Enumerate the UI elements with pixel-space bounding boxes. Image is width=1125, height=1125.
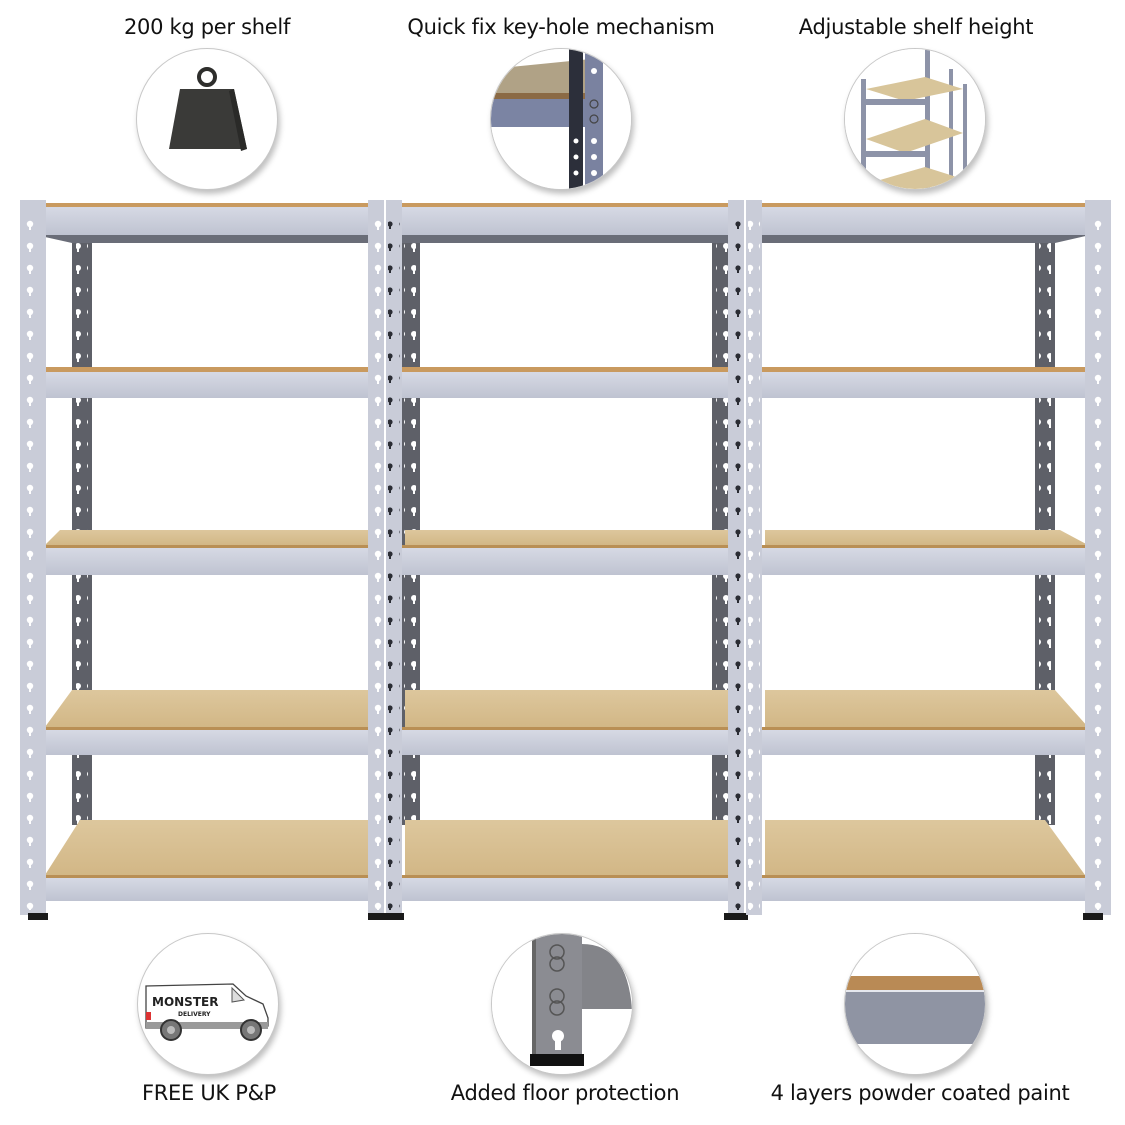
adjustable-shelves-icon (845, 49, 985, 189)
adjustable-feature-circle (844, 48, 986, 190)
floor-foot-icon (492, 934, 632, 1074)
feature-caption-free-delivery: FREE UK P&P (141, 1081, 277, 1105)
weight-feature-circle (136, 48, 278, 190)
feature-caption-keyhole: Quick fix key-hole mechanism (407, 15, 715, 39)
feature-caption-powder-coating: 4 layers powder coated paint (770, 1081, 1070, 1105)
feature-caption-adjustable-height: Adjustable shelf height (798, 15, 1034, 39)
shelving-unit-2 (384, 200, 748, 920)
keyhole-upright-icon (491, 49, 631, 189)
shelving-unit-3 (746, 200, 1111, 920)
weight-icon (169, 67, 247, 151)
feature-caption-weight-capacity: 200 kg per shelf (123, 15, 291, 39)
shelving-unit-1 (20, 200, 386, 920)
delivery-van-icon: MONSTER DELIVERY (145, 983, 269, 1041)
svg-text:DELIVERY: DELIVERY (178, 1011, 211, 1018)
floor-protection-feature-circle (491, 933, 633, 1075)
delivery-feature-circle: MONSTER DELIVERY (137, 933, 279, 1075)
shelving-units-image (0, 195, 1125, 930)
feature-caption-floor-protection: Added floor protection (450, 1081, 680, 1105)
shelving-illustration (20, 200, 1111, 920)
paint-coating-icon (845, 934, 985, 1074)
svg-text:MONSTER: MONSTER (152, 995, 218, 1009)
powder-coat-feature-circle (844, 933, 986, 1075)
keyhole-feature-circle (490, 48, 632, 190)
